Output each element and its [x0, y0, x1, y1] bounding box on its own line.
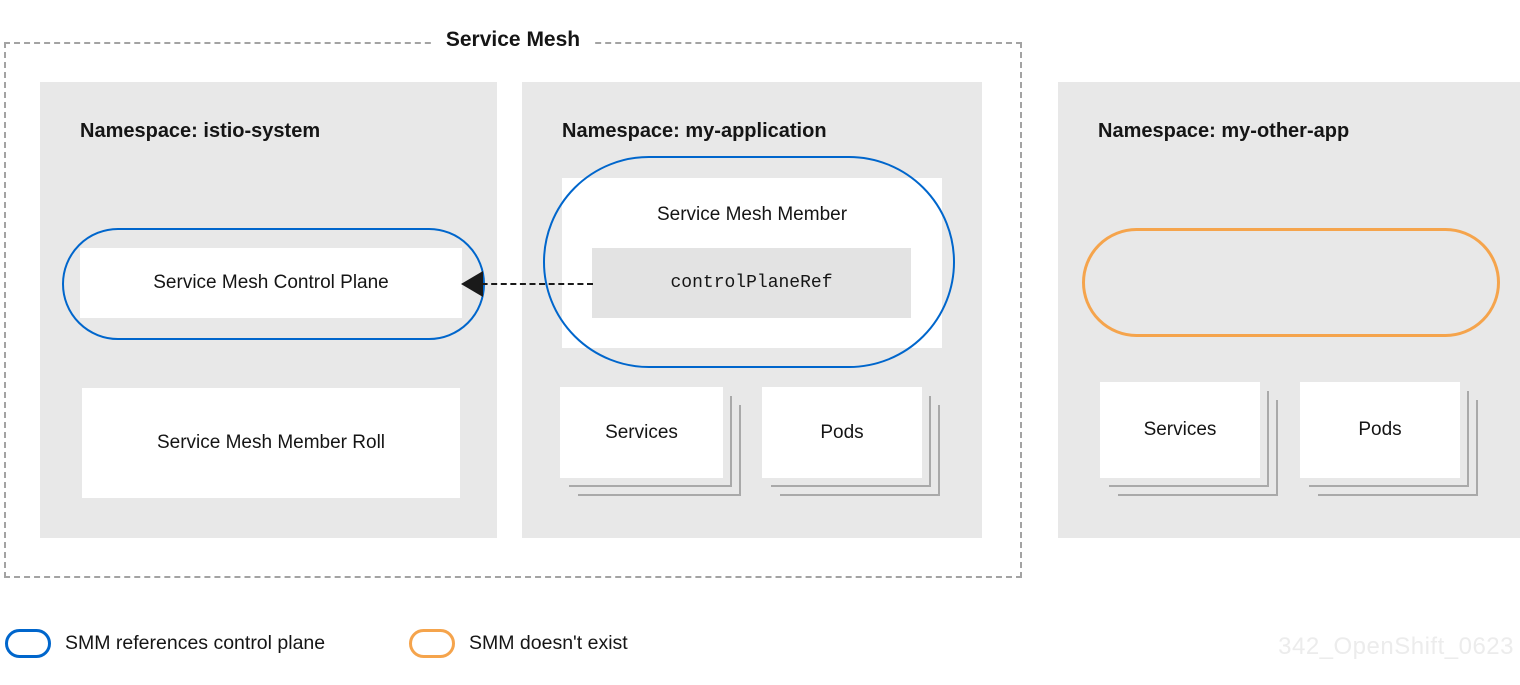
stack-echo: [1109, 391, 1269, 487]
control-plane-ref-arrow-head: [461, 271, 483, 297]
pods-label: Pods: [820, 421, 864, 443]
stack-echo: [578, 405, 741, 496]
namespace-my-other-app-title: Namespace: my-other-app: [1098, 120, 1350, 142]
service-mesh-title: Service Mesh: [431, 28, 595, 52]
services-box: Services: [560, 387, 723, 478]
service-mesh-member-label: Service Mesh Member: [656, 204, 848, 225]
service-mesh-boundary: Service Mesh: [4, 28, 1022, 578]
service-mesh-control-plane-label: Service Mesh Control Plane: [153, 272, 389, 293]
control-plane-ref-label: controlPlaneRef: [670, 273, 833, 293]
legend-label-smm-missing: SMM doesn't exist: [469, 631, 628, 654]
services-stack-my-other-app: Services: [1100, 382, 1278, 496]
namespace-istio-system-title: Namespace: istio-system: [80, 120, 321, 142]
watermark: 342_OpenShift_0623: [1278, 633, 1514, 660]
namespace-my-application: Namespace: my-application Service Mesh M…: [522, 82, 982, 538]
legend-item-smm-missing: SMM doesn't exist: [409, 628, 628, 658]
namespace-istio-system: Namespace: istio-system Service Mesh Con…: [40, 82, 497, 538]
service-mesh-member-roll-box: Service Mesh Member Roll: [82, 388, 460, 498]
services-label: Services: [1143, 419, 1217, 440]
service-mesh-control-plane-box: Service Mesh Control Plane: [80, 248, 462, 318]
stack-echo: [1318, 400, 1478, 496]
services-stack-my-application: Services: [560, 387, 741, 496]
service-mesh-member-roll-label: Service Mesh Member Roll: [156, 432, 386, 453]
pods-stack-my-application: Pods: [762, 387, 940, 496]
legend-item-smm-references: SMM references control plane: [5, 628, 325, 658]
pods-box: Pods: [762, 387, 922, 478]
pods-label: Pods: [1358, 419, 1402, 440]
pods-box: Pods: [1300, 382, 1460, 478]
stack-echo: [1309, 391, 1469, 487]
pods-stack-my-other-app: Pods: [1300, 382, 1478, 496]
control-plane-ref-arrow-line: [472, 283, 593, 285]
stack-echo: [771, 396, 931, 487]
control-plane-ref-box: controlPlaneRef: [592, 248, 911, 318]
stack-echo: [780, 405, 940, 496]
stack-echo: [569, 396, 732, 487]
namespace-my-application-title: Namespace: my-application: [562, 120, 827, 142]
namespace-my-other-app: Namespace: my-other-app Services Pods: [1058, 82, 1520, 538]
services-box: Services: [1100, 382, 1260, 478]
blue-pill-icon: [5, 628, 51, 658]
stack-echo: [1118, 400, 1278, 496]
smm-reference-pill-member: [543, 156, 955, 368]
legend-label-smm-references: SMM references control plane: [65, 631, 326, 654]
orange-pill-icon: [409, 628, 455, 658]
smm-missing-pill: [1082, 228, 1500, 337]
services-label: Services: [605, 421, 678, 443]
